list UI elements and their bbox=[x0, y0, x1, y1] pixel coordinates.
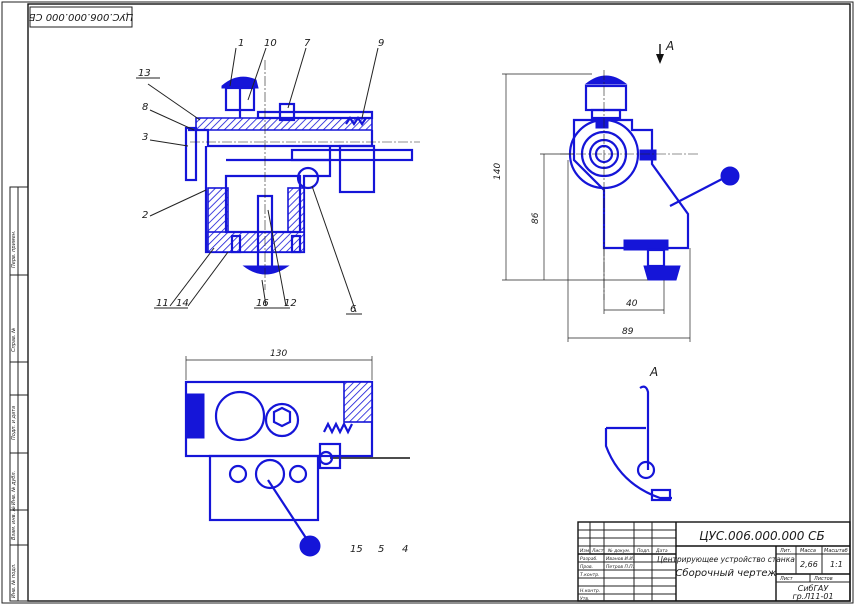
main-section-view bbox=[184, 60, 420, 290]
top-stamp: ЦУС.006.000.000 СБ bbox=[29, 6, 134, 28]
row-utv: Утв. bbox=[580, 596, 589, 602]
mass-value: 2,66 bbox=[800, 560, 818, 569]
title-block: ЦУС.006.000.000 СБ Лит. Масса Масштаб 2,… bbox=[577, 521, 851, 602]
callout-16: 16 bbox=[256, 298, 269, 309]
author-1: Иванов И.И. bbox=[606, 556, 634, 562]
dim-130: 130 bbox=[270, 349, 287, 359]
side-view: А bbox=[560, 39, 740, 300]
dim-140: 140 bbox=[493, 163, 503, 180]
col-lit: Лит. bbox=[779, 548, 792, 554]
row-date: Дата bbox=[655, 548, 668, 554]
org-line1: СибГАУ bbox=[798, 584, 830, 593]
row-razrab: Разраб. bbox=[580, 556, 598, 562]
plan-view: 130 bbox=[184, 349, 410, 557]
strip-inv-dubl: Инв. № дубл. bbox=[11, 471, 17, 505]
callout-3: 3 bbox=[142, 132, 148, 143]
strip-perv-primen: Перв. примен. bbox=[11, 230, 17, 268]
callout-11: 11 bbox=[156, 298, 169, 309]
row-tkontr: Т.контр. bbox=[580, 572, 600, 578]
dim-86: 86 bbox=[531, 212, 541, 224]
strip-vzam-inv: Взам. инв. № bbox=[11, 506, 17, 540]
org-line2: гр.Л11-01 bbox=[792, 592, 833, 601]
title-name-1: Центрирующее устройство станка bbox=[657, 555, 795, 564]
row-sign: Подп. bbox=[637, 548, 651, 554]
callout-10: 10 bbox=[264, 38, 277, 49]
callout-12: 12 bbox=[284, 298, 297, 309]
callout-1: 1 bbox=[238, 38, 244, 49]
view-a: А bbox=[604, 365, 672, 502]
callout-6: 6 bbox=[350, 304, 356, 315]
left-strip: Перв. примен. Справ. № Подп. и дата Инв.… bbox=[9, 186, 29, 602]
view-arrow-label: А bbox=[665, 39, 674, 53]
sheet-label: Лист bbox=[779, 576, 794, 582]
top-stamp-text: ЦУС.006.000.000 СБ bbox=[29, 11, 134, 22]
dim-89: 89 bbox=[622, 327, 634, 337]
callout-2: 2 bbox=[142, 210, 148, 221]
callout-8: 8 bbox=[142, 102, 148, 113]
callouts-main bbox=[136, 47, 379, 315]
callout-14: 14 bbox=[176, 298, 189, 309]
author-2: Петров П.П. bbox=[606, 564, 634, 570]
strip-sprav: Справ. № bbox=[11, 328, 17, 352]
callout-13: 13 bbox=[138, 68, 151, 79]
callout-15: 15 bbox=[350, 544, 363, 555]
col-mass: Масса bbox=[800, 548, 816, 554]
strip-podp-data-1: Подп. и дата bbox=[11, 406, 17, 440]
callout-4: 4 bbox=[402, 544, 408, 555]
view-a-label: А bbox=[649, 365, 658, 379]
row-prov: Пров. bbox=[580, 564, 593, 570]
callout-7: 7 bbox=[304, 38, 311, 49]
row-list: Лист bbox=[591, 548, 604, 554]
callout-5: 5 bbox=[378, 544, 384, 555]
callout-numbers: 1 10 7 9 13 8 3 2 11 14 16 12 6 15 5 4 bbox=[138, 38, 408, 555]
col-scale: Масштаб bbox=[824, 548, 848, 554]
strip-inv-podl: Инв. № подл. bbox=[11, 564, 17, 599]
scale-value: 1:1 bbox=[830, 560, 843, 569]
sheets-label: Листов bbox=[813, 576, 833, 582]
dim-40: 40 bbox=[626, 299, 638, 309]
title-designation: ЦУС.006.000.000 СБ bbox=[699, 529, 825, 543]
title-name-2: Сборочный чертеж bbox=[675, 567, 776, 579]
row-doc: № докум. bbox=[607, 548, 630, 554]
row-nkontr: Н.контр. bbox=[580, 588, 600, 594]
row-izm: Изм. bbox=[580, 548, 591, 554]
callout-9: 9 bbox=[378, 38, 384, 49]
side-view-dimensions: 140 86 40 89 bbox=[493, 73, 691, 342]
